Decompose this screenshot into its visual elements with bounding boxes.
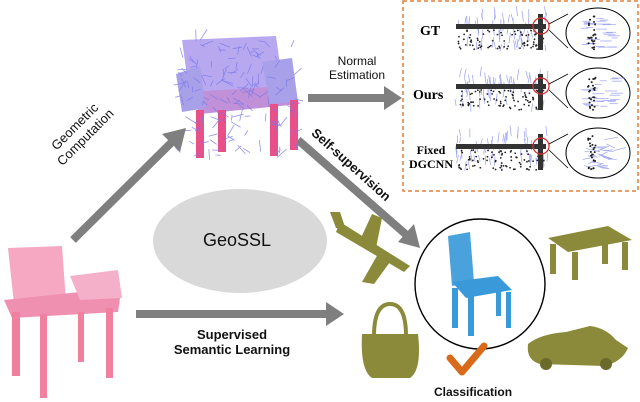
car-point-cloud-icon (527, 326, 628, 370)
arrow-geometric-computation (70, 128, 186, 243)
geossl-label: GeoSSL (203, 230, 272, 250)
table-point-cloud-icon (548, 226, 632, 280)
arrow-self-supervision (295, 136, 420, 248)
airplane-point-cloud-icon (330, 212, 410, 284)
checkmark-icon (446, 342, 488, 376)
normal-estimation-label: Normal Estimation (322, 54, 392, 83)
blue-chair-point-cloud-icon (448, 232, 512, 336)
geossl-ellipse (153, 189, 327, 293)
normal-estimation-text: Normal Estimation (328, 54, 386, 82)
supervised-semantic-label: Supervised Semantic Learning (172, 327, 292, 358)
arrow-supervised-semantic (136, 302, 344, 326)
normal-row-ours (454, 66, 631, 119)
row-label-fixed-dgcnn-text: Fixed DGCNN (409, 143, 453, 171)
row-label-gt: GT (420, 24, 441, 39)
row-label-ours: Ours (413, 88, 444, 103)
normal-row-gt (456, 6, 631, 59)
supervised-semantic-text: Supervised Semantic Learning (173, 327, 291, 357)
classification-label: Classification (434, 385, 513, 399)
bag-point-cloud-icon (361, 301, 419, 378)
normal-row-fixed-dgcnn (455, 125, 631, 179)
pink-chair-point-cloud-icon (4, 246, 122, 398)
chair-with-normals-icon (173, 29, 304, 160)
row-label-fixed-dgcnn: Fixed DGCNN (409, 143, 453, 172)
arrow-normal-estimation (308, 86, 402, 110)
